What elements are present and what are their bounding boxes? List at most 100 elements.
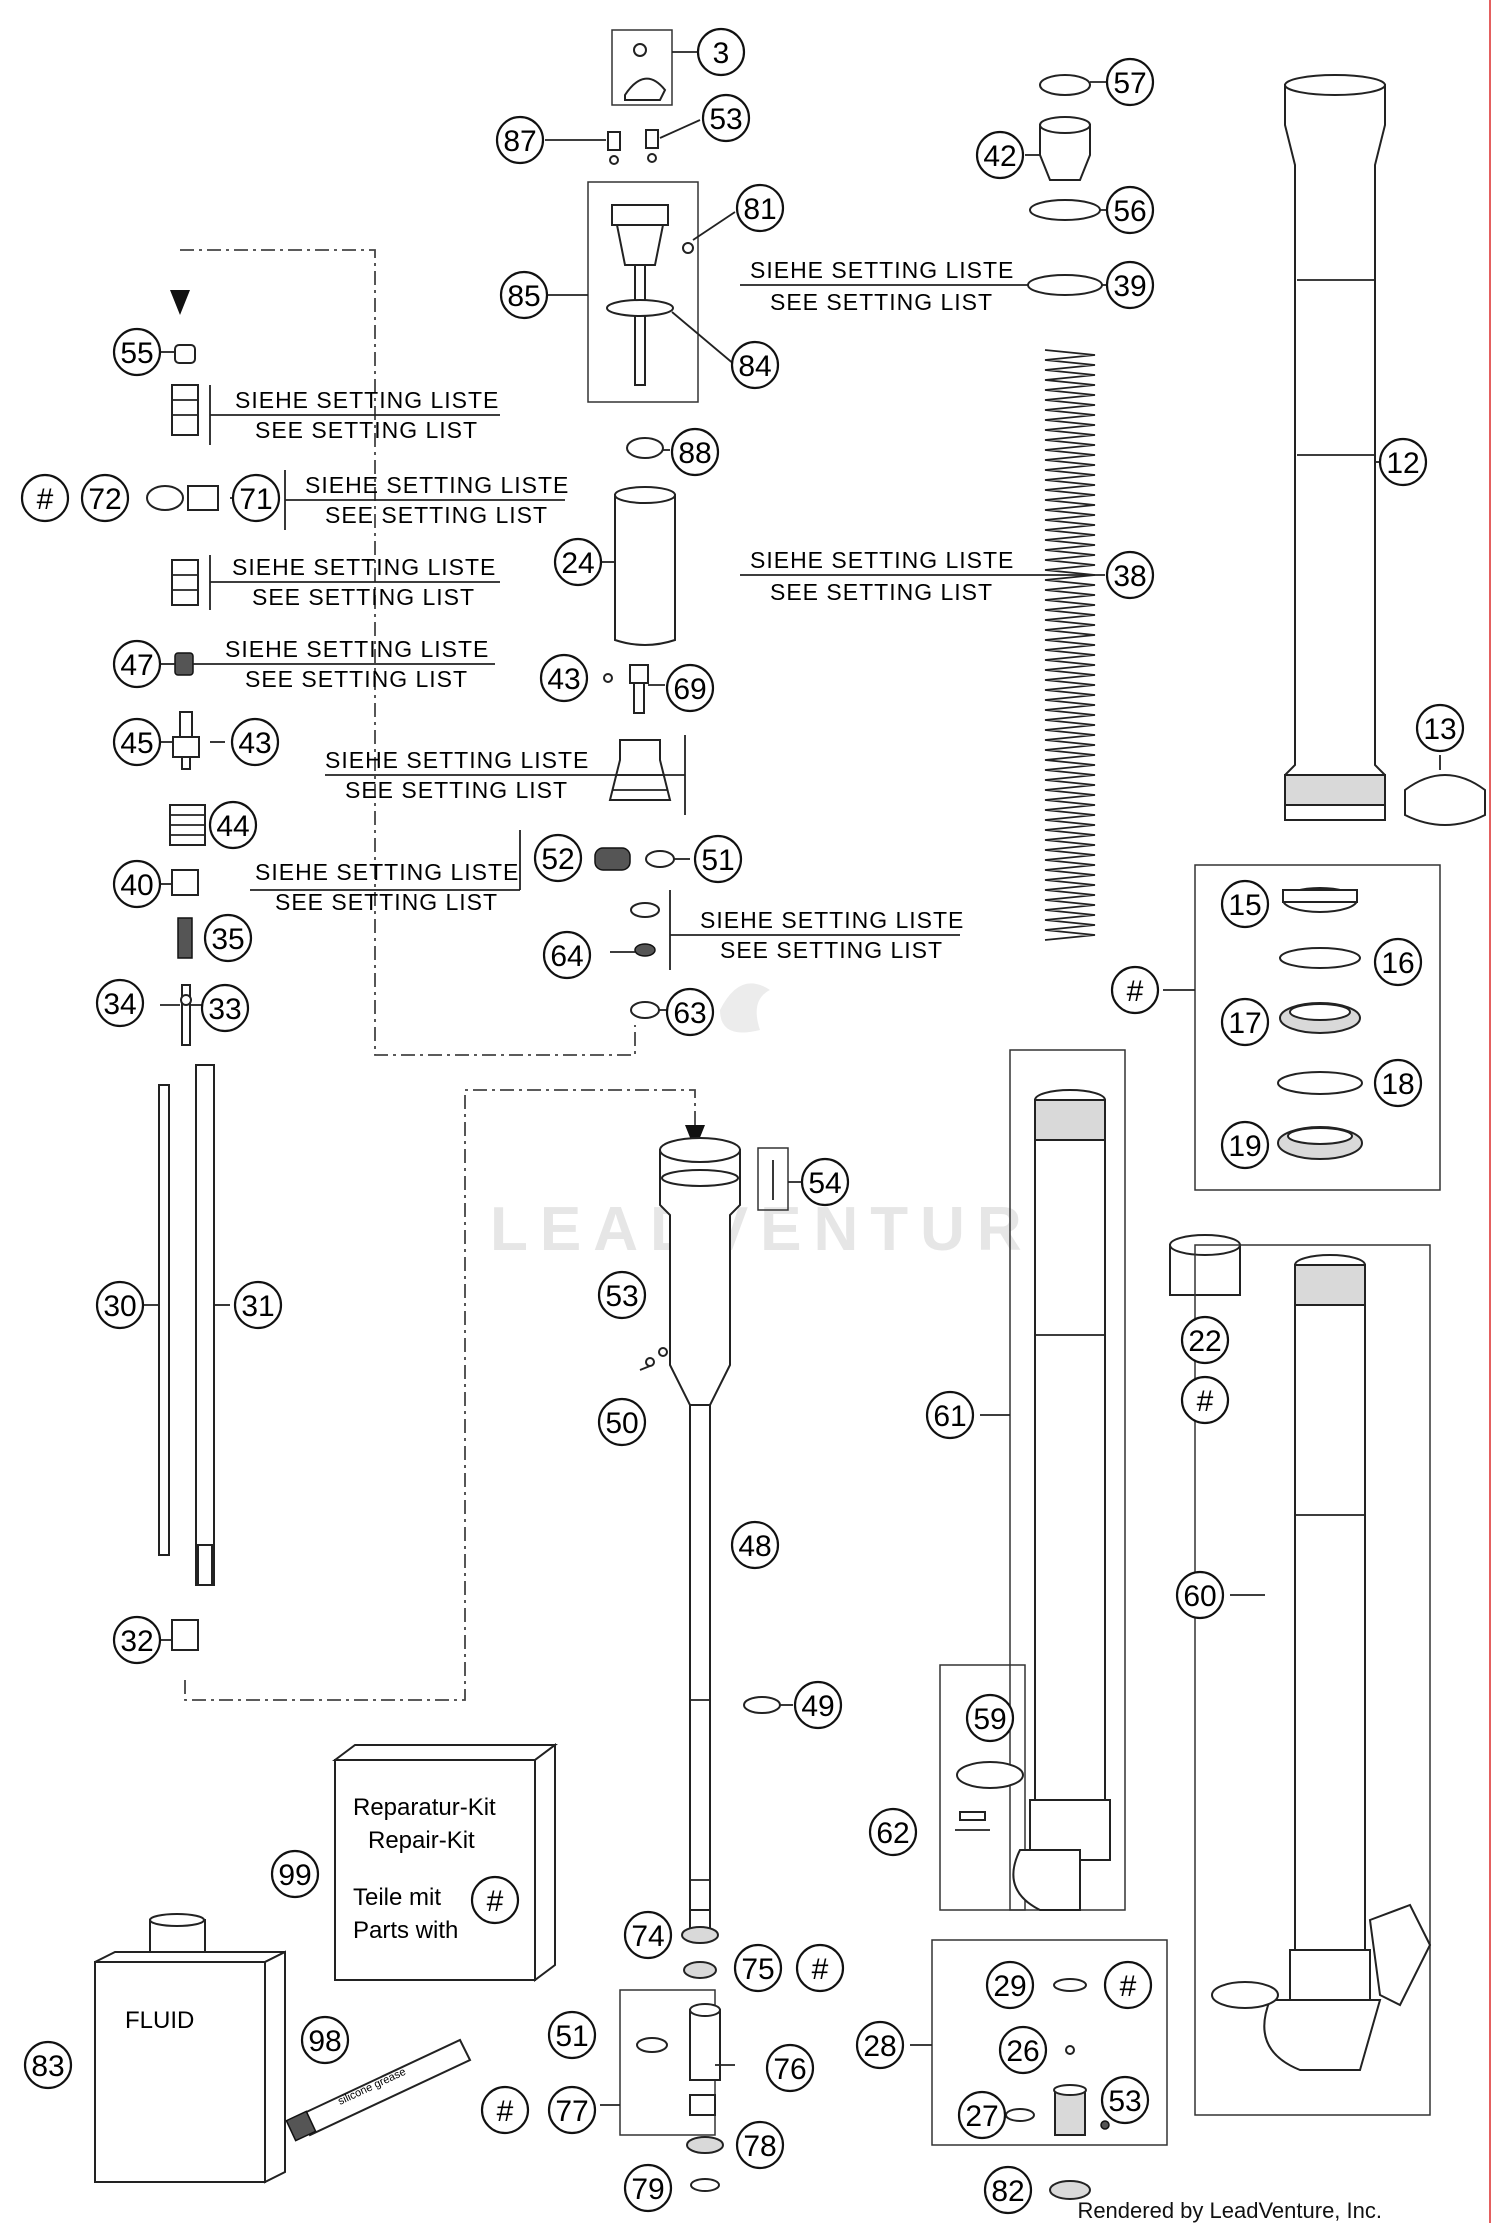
- callout-label: 48: [738, 1530, 771, 1563]
- callout-label: 53: [1108, 2085, 1141, 2118]
- callout-label: 53: [709, 103, 742, 136]
- callout-circle: [765, 2043, 815, 2093]
- callout-c81: 81: [735, 183, 785, 233]
- callout-c63: 63: [665, 987, 715, 1037]
- callout-circle: [553, 537, 603, 587]
- callout-circle: [696, 27, 746, 77]
- callout-label: 19: [1228, 1130, 1261, 1163]
- callout-label: 34: [103, 988, 136, 1021]
- bracket-seal-kit: [1194, 864, 1441, 1191]
- callout-label: 64: [550, 940, 583, 973]
- callout-circle: [1220, 1120, 1270, 1170]
- callout-circle: [95, 1280, 145, 1330]
- callout-circle: [693, 834, 743, 884]
- callout-circle: [965, 1693, 1015, 1743]
- callout-c22: 22: [1180, 1315, 1230, 1365]
- svg-text:SIEHE SETTING LISTE: SIEHE SETTING LISTE: [255, 859, 519, 885]
- callout-circle: [112, 859, 162, 909]
- callout-circle: [733, 1943, 783, 1993]
- callout-label: 43: [238, 727, 271, 760]
- callout-circle: [1415, 703, 1465, 753]
- callout-circle: [1180, 1375, 1230, 1425]
- callout-label: 32: [120, 1625, 153, 1658]
- callout-label: 77: [555, 2095, 588, 2128]
- callout-c31: 31: [233, 1280, 283, 1330]
- callout-c38: 38: [1105, 550, 1155, 600]
- svg-text:SIEHE SETTING LISTE: SIEHE SETTING LISTE: [225, 636, 489, 662]
- callout-circle: [665, 987, 715, 1037]
- callout-c45: 45: [112, 717, 162, 767]
- callout-c87: 87: [495, 115, 545, 165]
- svg-text:SEE SETTING LIST: SEE SETTING LIST: [245, 666, 468, 692]
- callout-circle: [270, 1849, 320, 1899]
- callout-c47: 47: [112, 639, 162, 689]
- routing-line-lower: [184, 1089, 696, 1701]
- callout-c77: 77: [547, 2085, 597, 2135]
- inner-tube-60: [1263, 1254, 1432, 2071]
- callout-circle: [1220, 879, 1270, 929]
- callout-label: 55: [120, 337, 153, 370]
- leadventure-watermark: LEADVENTURE: [490, 983, 1075, 1264]
- callout-c72: 72: [80, 473, 130, 523]
- callout-circle: [730, 340, 780, 390]
- svg-text:SEE SETTING LIST: SEE SETTING LIST: [255, 417, 478, 443]
- callout-c28: 28: [855, 2020, 905, 2070]
- callout-c78: 78: [735, 2120, 785, 2170]
- callout-circle: [470, 1875, 520, 1925]
- callout-label: 74: [631, 1920, 664, 1953]
- callout-circle: [23, 2040, 73, 2090]
- callout-label: 60: [1183, 1580, 1216, 1613]
- svg-text:SIEHE SETTING LISTE: SIEHE SETTING LISTE: [325, 747, 589, 773]
- callout-label: 81: [743, 193, 776, 226]
- callout-circle: [795, 1943, 845, 1993]
- callout-circle: [112, 1615, 162, 1665]
- callout-circle: [480, 2085, 530, 2135]
- callout-circle: [231, 473, 281, 523]
- callout-circle: [533, 833, 583, 883]
- callout-c50: 50: [597, 1397, 647, 1447]
- callout-c30: 30: [95, 1280, 145, 1330]
- svg-text:SEE SETTING LIST: SEE SETTING LIST: [770, 579, 993, 605]
- callout-circle: [208, 800, 258, 850]
- outer-tube-12: [1284, 74, 1386, 821]
- bracket-part-28: [931, 1939, 1168, 2146]
- callout-c74: 74: [623, 1910, 673, 1960]
- svg-text:SEE SETTING LIST: SEE SETTING LIST: [720, 937, 943, 963]
- callout-c62: 62: [868, 1807, 918, 1857]
- callout-circle: [203, 913, 253, 963]
- callout-circle: [623, 2163, 673, 2213]
- callout-c64: 64: [542, 930, 592, 980]
- callout-label: 71: [239, 483, 272, 516]
- callout-c42: 42: [975, 130, 1025, 180]
- callout-label: 76: [773, 2053, 806, 2086]
- callout-circle: [1373, 1058, 1423, 1108]
- svg-text:SEE SETTING LIST: SEE SETTING LIST: [275, 889, 498, 915]
- callout-label: 53: [605, 1280, 638, 1313]
- callout-c51a: 51: [693, 834, 743, 884]
- svg-text:SEE SETTING LIST: SEE SETTING LIST: [325, 502, 548, 528]
- callout-circle: [985, 1960, 1035, 2010]
- callout-circle: [547, 2085, 597, 2135]
- callout-label: #: [487, 1885, 504, 1918]
- callout-circle: [597, 1270, 647, 1320]
- callout-circle: [1105, 260, 1155, 310]
- callout-hash6: #: [1103, 1960, 1153, 2010]
- callout-label: 61: [933, 1400, 966, 1433]
- callout-c34: 34: [95, 978, 145, 1028]
- callout-c15: 15: [1220, 879, 1270, 929]
- callout-label: 49: [801, 1690, 834, 1723]
- callout-c51b: 51: [547, 2010, 597, 2060]
- callout-c40: 40: [112, 859, 162, 909]
- callout-circle: [925, 1390, 975, 1440]
- callout-circle: [855, 2020, 905, 2070]
- callout-hash4: #: [470, 1875, 520, 1925]
- callout-c12: 12: [1378, 437, 1428, 487]
- callout-c53b: 53: [597, 1270, 647, 1320]
- callout-circle: [735, 183, 785, 233]
- callout-label: 88: [678, 437, 711, 470]
- callout-hash1: #: [20, 473, 70, 523]
- callout-c43b: 43: [230, 717, 280, 767]
- svg-text:FLUID: FLUID: [125, 2007, 194, 2034]
- callout-c57: 57: [1105, 57, 1155, 107]
- callout-label: 75: [741, 1953, 774, 1986]
